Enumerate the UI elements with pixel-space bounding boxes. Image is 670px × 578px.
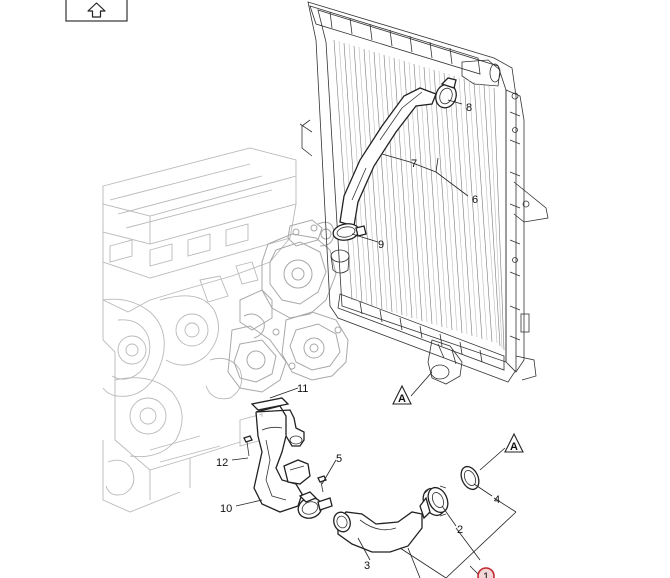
up-arrow-icon (87, 2, 106, 18)
reference-marker-a-upper: A (392, 371, 433, 405)
callout-1-hotspot[interactable]: 1 (477, 567, 495, 578)
engine-block-outline (102, 147, 297, 513)
callout-9: 9 (378, 239, 384, 251)
callout-12: 12 (216, 457, 228, 469)
callout-numbers: 8 7 6 9 11 12 5 10 2 4 3 (216, 102, 500, 572)
lower-radiator-hose (297, 491, 423, 553)
callout-8: 8 (466, 102, 472, 114)
reference-marker-a-lower: A (479, 432, 524, 471)
callout-6: 6 (472, 194, 478, 206)
leader-lines (231, 99, 517, 578)
radiator (299, 1, 549, 385)
up-button[interactable] (65, 0, 128, 22)
water-pump-housing (227, 219, 349, 393)
lower-coolant-pipe (243, 397, 327, 513)
callout-1: 1 (483, 571, 489, 578)
callout-5: 5 (336, 453, 342, 465)
callout-10: 10 (220, 503, 232, 515)
callout-4: 4 (494, 494, 500, 506)
callout-2: 2 (457, 524, 463, 536)
callout-3: 3 (364, 560, 370, 572)
callout-11: 11 (297, 383, 308, 395)
reference-letter: A (398, 393, 406, 405)
hose-fitting (419, 465, 480, 520)
upper-radiator-hose (330, 77, 457, 274)
reference-letter: A (510, 441, 518, 453)
callout-7: 7 (411, 158, 417, 170)
